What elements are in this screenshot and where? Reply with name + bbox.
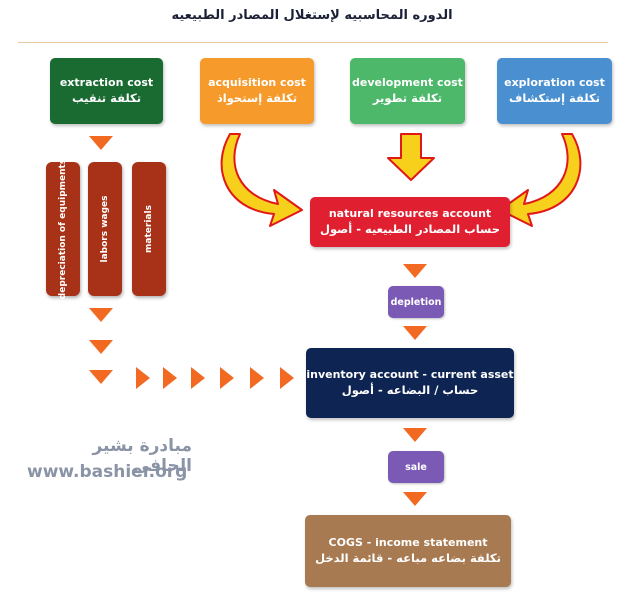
development-cost-box: development cost تكلفة تطوير: [350, 58, 465, 124]
curved-arrow-exploration: [499, 133, 582, 227]
inventory-en: inventory account - current asset: [306, 368, 514, 381]
exploration-cost-box: exploration cost تكلفة إستكشاف: [497, 58, 612, 124]
right-arrow: [220, 367, 234, 389]
watermark-url: www.bashier.org: [27, 462, 188, 482]
extraction-item-labors: labors wages: [88, 162, 122, 296]
page-title: الدوره المحاسبيه لإستغلال المصادر الطبيع…: [171, 8, 453, 23]
right-arrow: [250, 367, 264, 389]
right-arrow: [163, 367, 177, 389]
right-arrow: [280, 367, 294, 389]
title-divider: [18, 42, 608, 43]
natural-resources-ar: حساب المصادر الطبيعيه - أصول: [319, 222, 501, 236]
down-arrow: [403, 264, 427, 278]
natural-resources-box: natural resources account حساب المصادر ا…: [310, 197, 510, 247]
natural-resources-en: natural resources account: [328, 207, 492, 220]
acquisition-cost-en: acquisition cost: [208, 76, 306, 89]
exploration-cost-en: exploration cost: [504, 76, 605, 89]
straight-arrow-development: [387, 133, 435, 181]
sale-pill: sale: [388, 451, 444, 483]
down-arrow: [89, 136, 113, 150]
right-arrow: [136, 367, 150, 389]
acquisition-cost-box: acquisition cost تكلفة إستحواذ: [200, 58, 314, 124]
down-arrow: [403, 492, 427, 506]
down-arrow: [89, 370, 113, 384]
development-cost-ar: تكلفة تطوير: [372, 91, 443, 105]
down-arrow: [89, 308, 113, 322]
cogs-ar: تكلفة بضاعه مباعه - قائمة الدخل: [315, 551, 501, 565]
down-arrow: [89, 340, 113, 354]
extraction-cost-en: extraction cost: [59, 76, 154, 89]
acquisition-cost-ar: تكلفة إستحواذ: [216, 91, 298, 105]
watermark-arabic: مبادرة بشير الحافي: [92, 436, 192, 476]
down-arrow: [403, 428, 427, 442]
cogs-en: COGS - income statement: [328, 536, 488, 549]
extraction-cost-ar: تكلفة تنقيب: [71, 91, 142, 105]
exploration-cost-ar: تكلفة إستكشاف: [509, 91, 600, 105]
development-cost-en: development cost: [352, 76, 463, 89]
extraction-item-depreciation: depreciation of equipments: [46, 159, 80, 299]
extraction-item-materials: materials: [132, 162, 166, 296]
extraction-cost-box: extraction cost تكلفة تنقيب: [50, 58, 163, 124]
curved-arrow-acquisition: [220, 133, 303, 227]
down-arrow: [403, 326, 427, 340]
inventory-ar: حساب / البضاعه - أصول: [341, 383, 479, 397]
inventory-box: inventory account - current asset حساب /…: [306, 348, 514, 418]
cogs-box: COGS - income statement تكلفة بضاعه مباع…: [305, 515, 511, 587]
depletion-pill: depletion: [388, 286, 444, 318]
right-arrow: [191, 367, 205, 389]
